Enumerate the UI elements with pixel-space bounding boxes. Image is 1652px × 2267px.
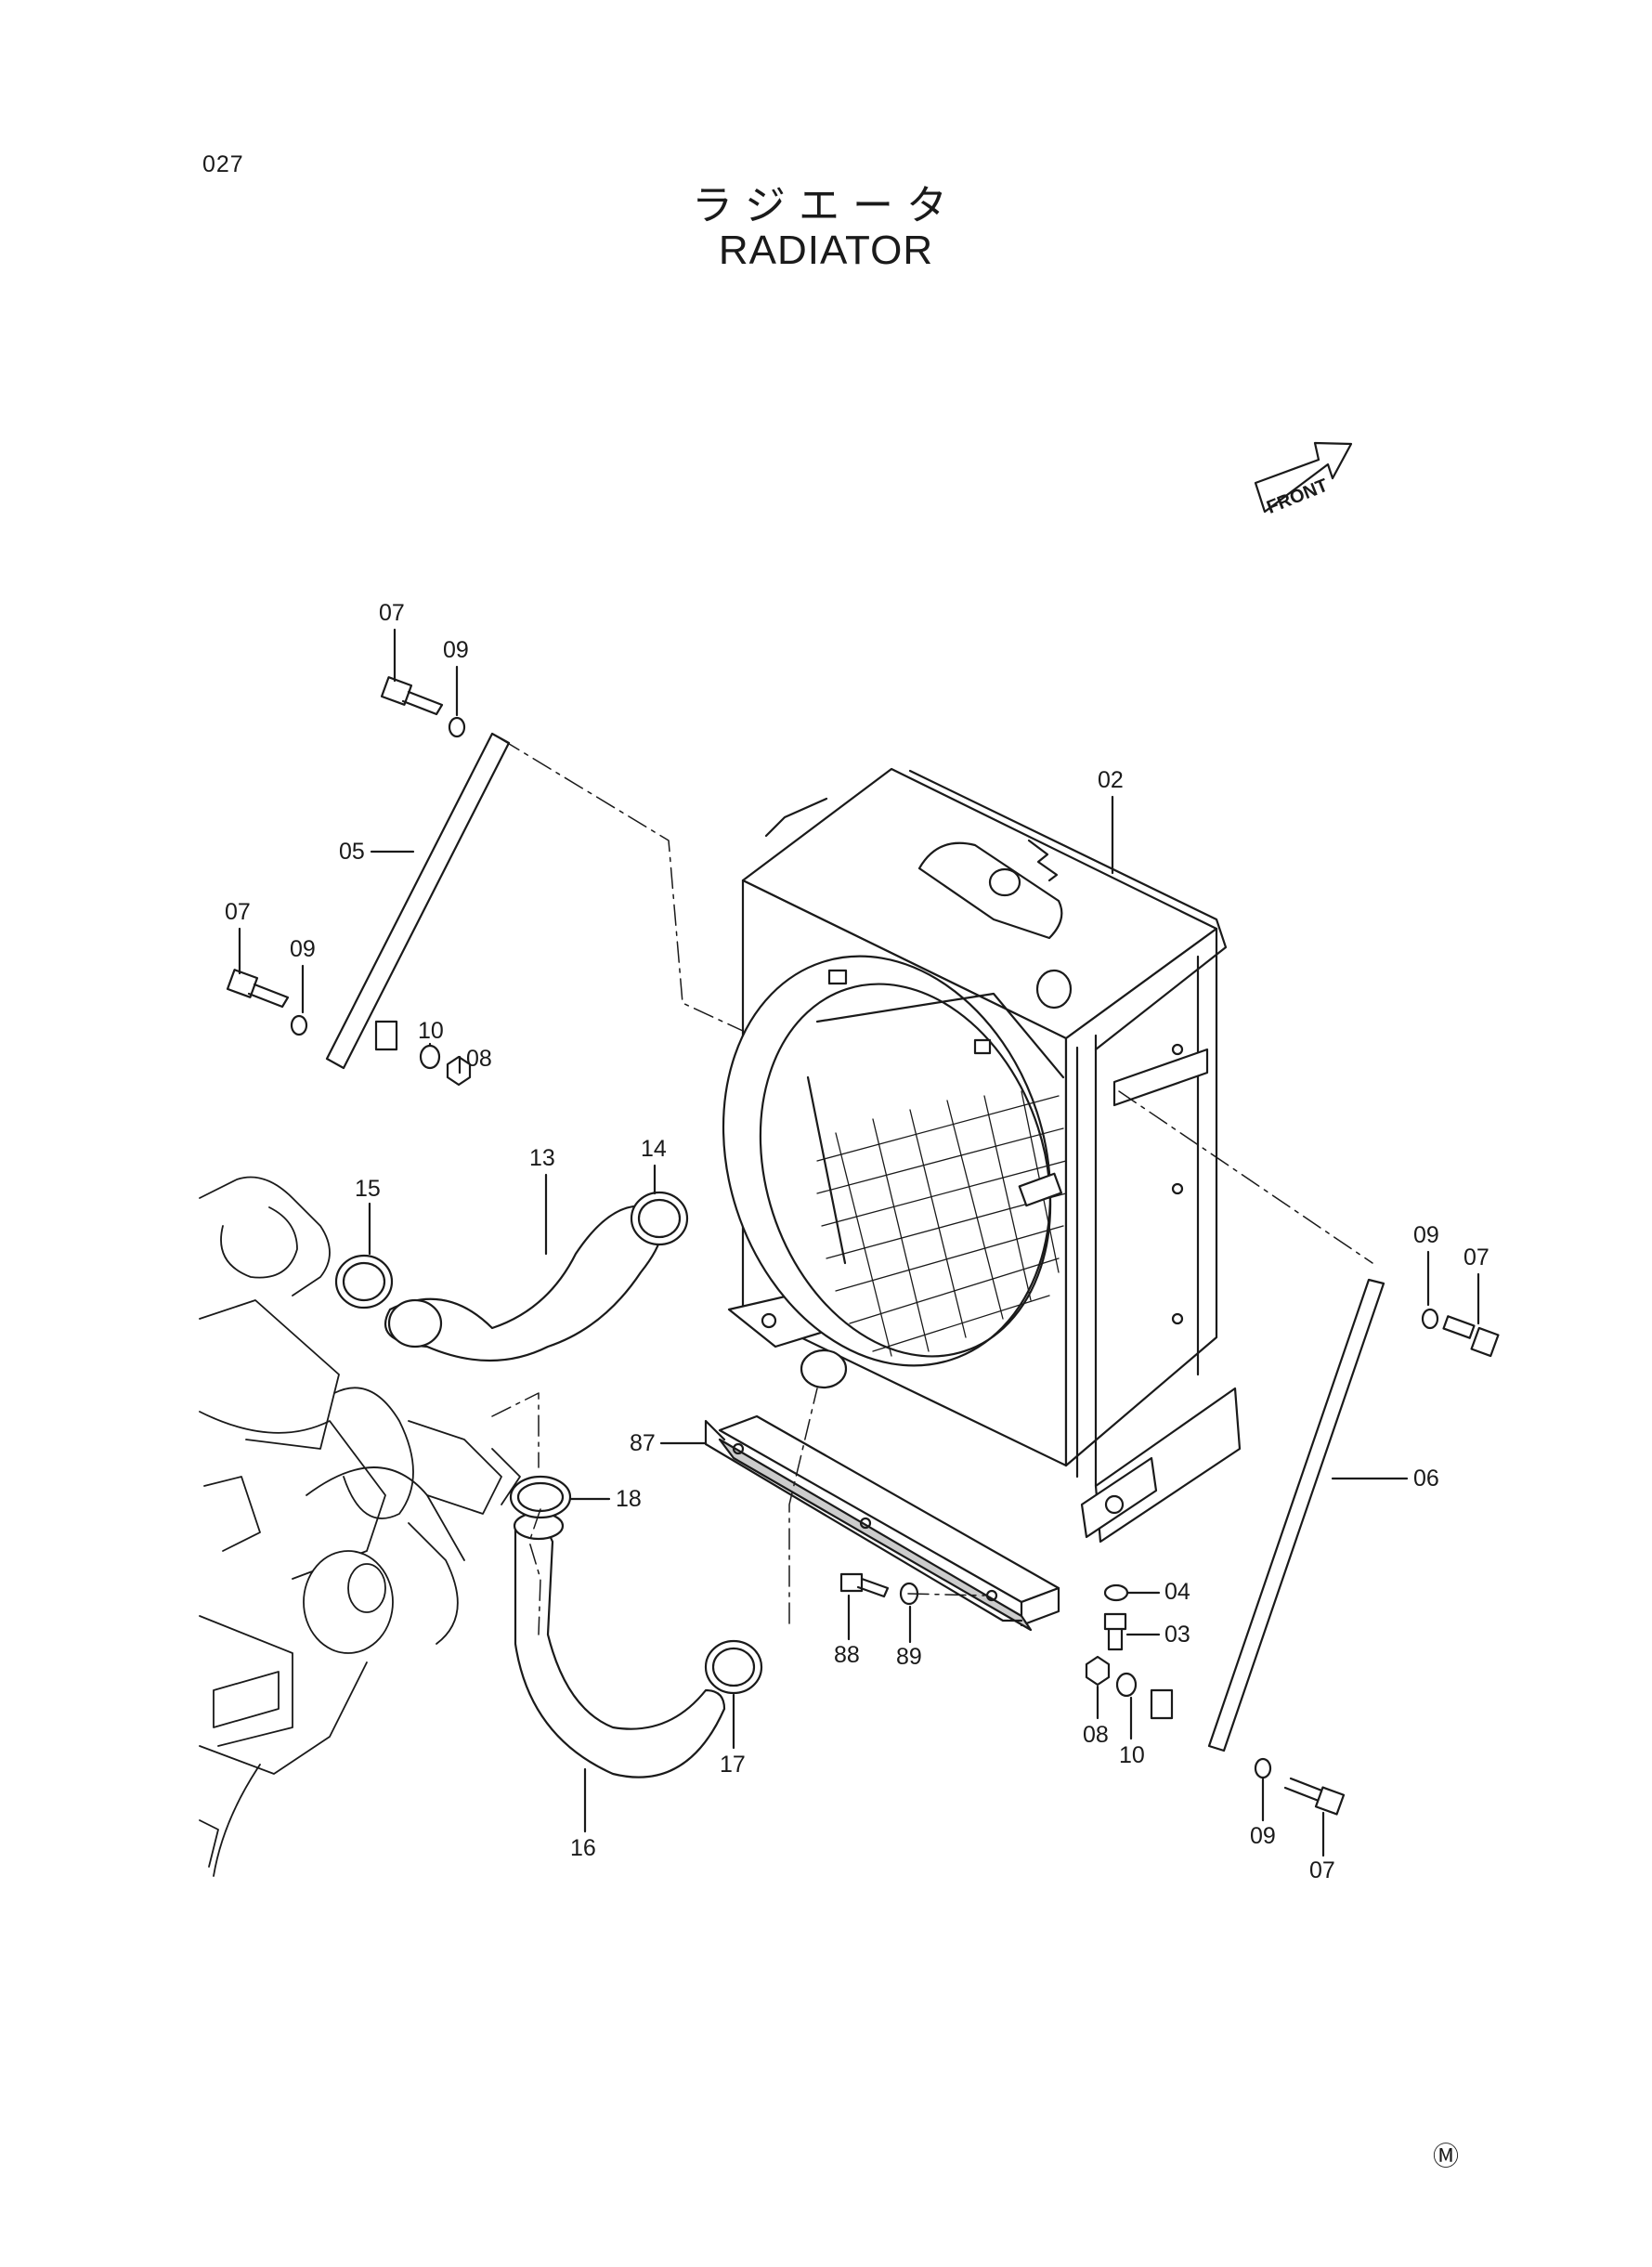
callout-05: 05 bbox=[339, 839, 415, 865]
svg-text:07: 07 bbox=[1309, 1857, 1335, 1883]
upper-hose bbox=[384, 1205, 663, 1362]
svg-text:07: 07 bbox=[225, 899, 251, 925]
title-english: RADIATOR bbox=[718, 228, 934, 273]
svg-text:08: 08 bbox=[466, 1046, 492, 1072]
callout-03: 03 bbox=[1125, 1622, 1190, 1648]
callout-09a: 09 bbox=[443, 637, 469, 717]
callout-17: 17 bbox=[720, 1693, 746, 1778]
svg-text:09: 09 bbox=[1250, 1823, 1276, 1849]
callout-89: 89 bbox=[896, 1605, 922, 1670]
svg-text:87: 87 bbox=[630, 1430, 656, 1456]
bottom-support bbox=[704, 1414, 1060, 1632]
lower-hose bbox=[513, 1511, 726, 1778]
hose-clamps bbox=[334, 1191, 848, 1695]
svg-text:07: 07 bbox=[379, 600, 405, 626]
svg-text:07: 07 bbox=[1463, 1244, 1489, 1270]
svg-text:16: 16 bbox=[570, 1835, 596, 1861]
callout-06: 06 bbox=[1331, 1466, 1439, 1492]
svg-text:14: 14 bbox=[641, 1136, 667, 1162]
svg-text:17: 17 bbox=[720, 1752, 746, 1778]
svg-text:10: 10 bbox=[418, 1018, 444, 1044]
callout-16: 16 bbox=[570, 1767, 596, 1861]
fan-shroud bbox=[722, 955, 1073, 1367]
svg-text:02: 02 bbox=[1098, 767, 1124, 793]
svg-text:06: 06 bbox=[1413, 1466, 1439, 1492]
callout-07d: 07 bbox=[1309, 1811, 1335, 1883]
callout-87: 87 bbox=[630, 1430, 708, 1456]
callout-88: 88 bbox=[834, 1594, 860, 1668]
callout-10a: 10 bbox=[418, 1018, 444, 1047]
callout-04: 04 bbox=[1125, 1579, 1190, 1605]
svg-text:18: 18 bbox=[616, 1486, 642, 1512]
callout-10b: 10 bbox=[1119, 1696, 1145, 1768]
svg-text:10: 10 bbox=[1119, 1742, 1145, 1768]
svg-text:15: 15 bbox=[355, 1176, 381, 1202]
callout-09c: 09 bbox=[1413, 1222, 1439, 1307]
callout-08b: 08 bbox=[1083, 1685, 1109, 1748]
callout-09b: 09 bbox=[290, 936, 316, 1014]
svg-text:88: 88 bbox=[834, 1642, 860, 1668]
callout-07c: 07 bbox=[1463, 1244, 1489, 1325]
callout-08a: 08 bbox=[458, 1046, 492, 1075]
callout-02: 02 bbox=[1098, 767, 1124, 875]
svg-text:08: 08 bbox=[1083, 1722, 1109, 1748]
engine-block bbox=[199, 1176, 521, 1877]
radiator-grille bbox=[816, 1090, 1067, 1357]
callouts: 07 09 02 05 07 09 10 08 14 13 15 09 07 8… bbox=[225, 600, 1489, 1883]
svg-text:04: 04 bbox=[1164, 1579, 1190, 1605]
svg-text:89: 89 bbox=[896, 1644, 922, 1670]
svg-text:03: 03 bbox=[1164, 1622, 1190, 1648]
callout-07b: 07 bbox=[225, 899, 251, 975]
svg-text:09: 09 bbox=[443, 637, 469, 663]
assembly-guide-lines bbox=[491, 738, 1373, 1635]
svg-text:09: 09 bbox=[290, 936, 316, 962]
page-number: 027 bbox=[202, 151, 244, 177]
footer-mark: Ⓜ bbox=[1433, 2142, 1460, 2170]
fasteners bbox=[226, 676, 1500, 1816]
title-japanese: ラジエータ bbox=[691, 182, 961, 229]
callout-07a: 07 bbox=[379, 600, 405, 683]
callout-15: 15 bbox=[355, 1176, 381, 1256]
callout-14: 14 bbox=[641, 1136, 667, 1195]
svg-text:05: 05 bbox=[339, 839, 365, 865]
svg-text:09: 09 bbox=[1413, 1222, 1439, 1248]
callout-13: 13 bbox=[529, 1145, 555, 1256]
front-arrow-icon: FRONT bbox=[1254, 441, 1353, 518]
callout-18: 18 bbox=[569, 1486, 642, 1512]
callout-09d: 09 bbox=[1250, 1777, 1276, 1849]
svg-text:13: 13 bbox=[529, 1145, 555, 1171]
